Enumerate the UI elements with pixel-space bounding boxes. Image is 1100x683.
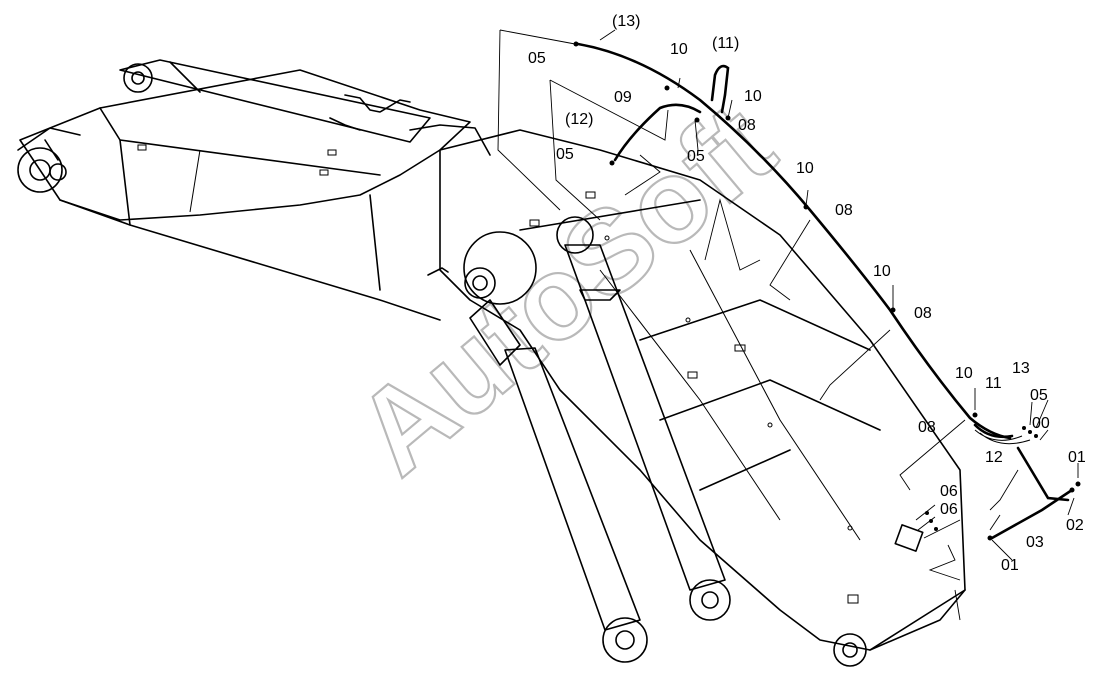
fittings xyxy=(137,144,853,531)
hose-routing xyxy=(576,42,1074,540)
callout-11-paren: (11) xyxy=(712,35,739,52)
callout-09: 09 xyxy=(614,89,632,106)
callout-08: 08 xyxy=(918,419,936,436)
callout-01: 01 xyxy=(1001,557,1019,574)
callout-05: 05 xyxy=(528,50,546,67)
callout-06: 06 xyxy=(940,501,958,518)
boom-drawing xyxy=(17,59,966,667)
hose-03 xyxy=(990,488,1074,540)
callout-10: 10 xyxy=(873,263,891,280)
callout-08: 08 xyxy=(914,305,932,322)
callout-13: 13 xyxy=(1012,360,1030,377)
callout-05: 05 xyxy=(687,148,705,165)
front-arm xyxy=(439,129,966,667)
callout-06: 06 xyxy=(940,483,958,500)
callout-13-paren: (13) xyxy=(612,13,640,30)
callout-01: 01 xyxy=(1068,449,1086,466)
callout-10: 10 xyxy=(744,88,762,105)
callout-12-paren: (12) xyxy=(565,111,593,128)
callout-10: 10 xyxy=(955,365,973,382)
callout-05: 05 xyxy=(556,146,574,163)
callout-labels: (13) (11) (12) 05 10 09 10 08 05 05 10 0… xyxy=(528,13,1086,574)
fitting-dots xyxy=(573,41,1081,541)
callout-03: 03 xyxy=(1026,534,1044,551)
callout-10: 10 xyxy=(670,41,688,58)
hose-12 xyxy=(613,103,702,162)
leader-lines xyxy=(497,29,1079,621)
callout-00: 00 xyxy=(1032,415,1050,432)
callout-12: 12 xyxy=(985,449,1003,466)
callout-05: 05 xyxy=(1030,387,1048,404)
rear-boom-body xyxy=(17,59,491,321)
arm-cylinders xyxy=(463,216,731,663)
callout-11: 11 xyxy=(985,375,1002,392)
main-hose xyxy=(576,42,1012,440)
callout-02: 02 xyxy=(1066,517,1084,534)
callout-08: 08 xyxy=(835,202,853,219)
callout-10: 10 xyxy=(796,160,814,177)
callout-08: 08 xyxy=(738,117,756,134)
hose-loop-11 xyxy=(710,64,730,114)
